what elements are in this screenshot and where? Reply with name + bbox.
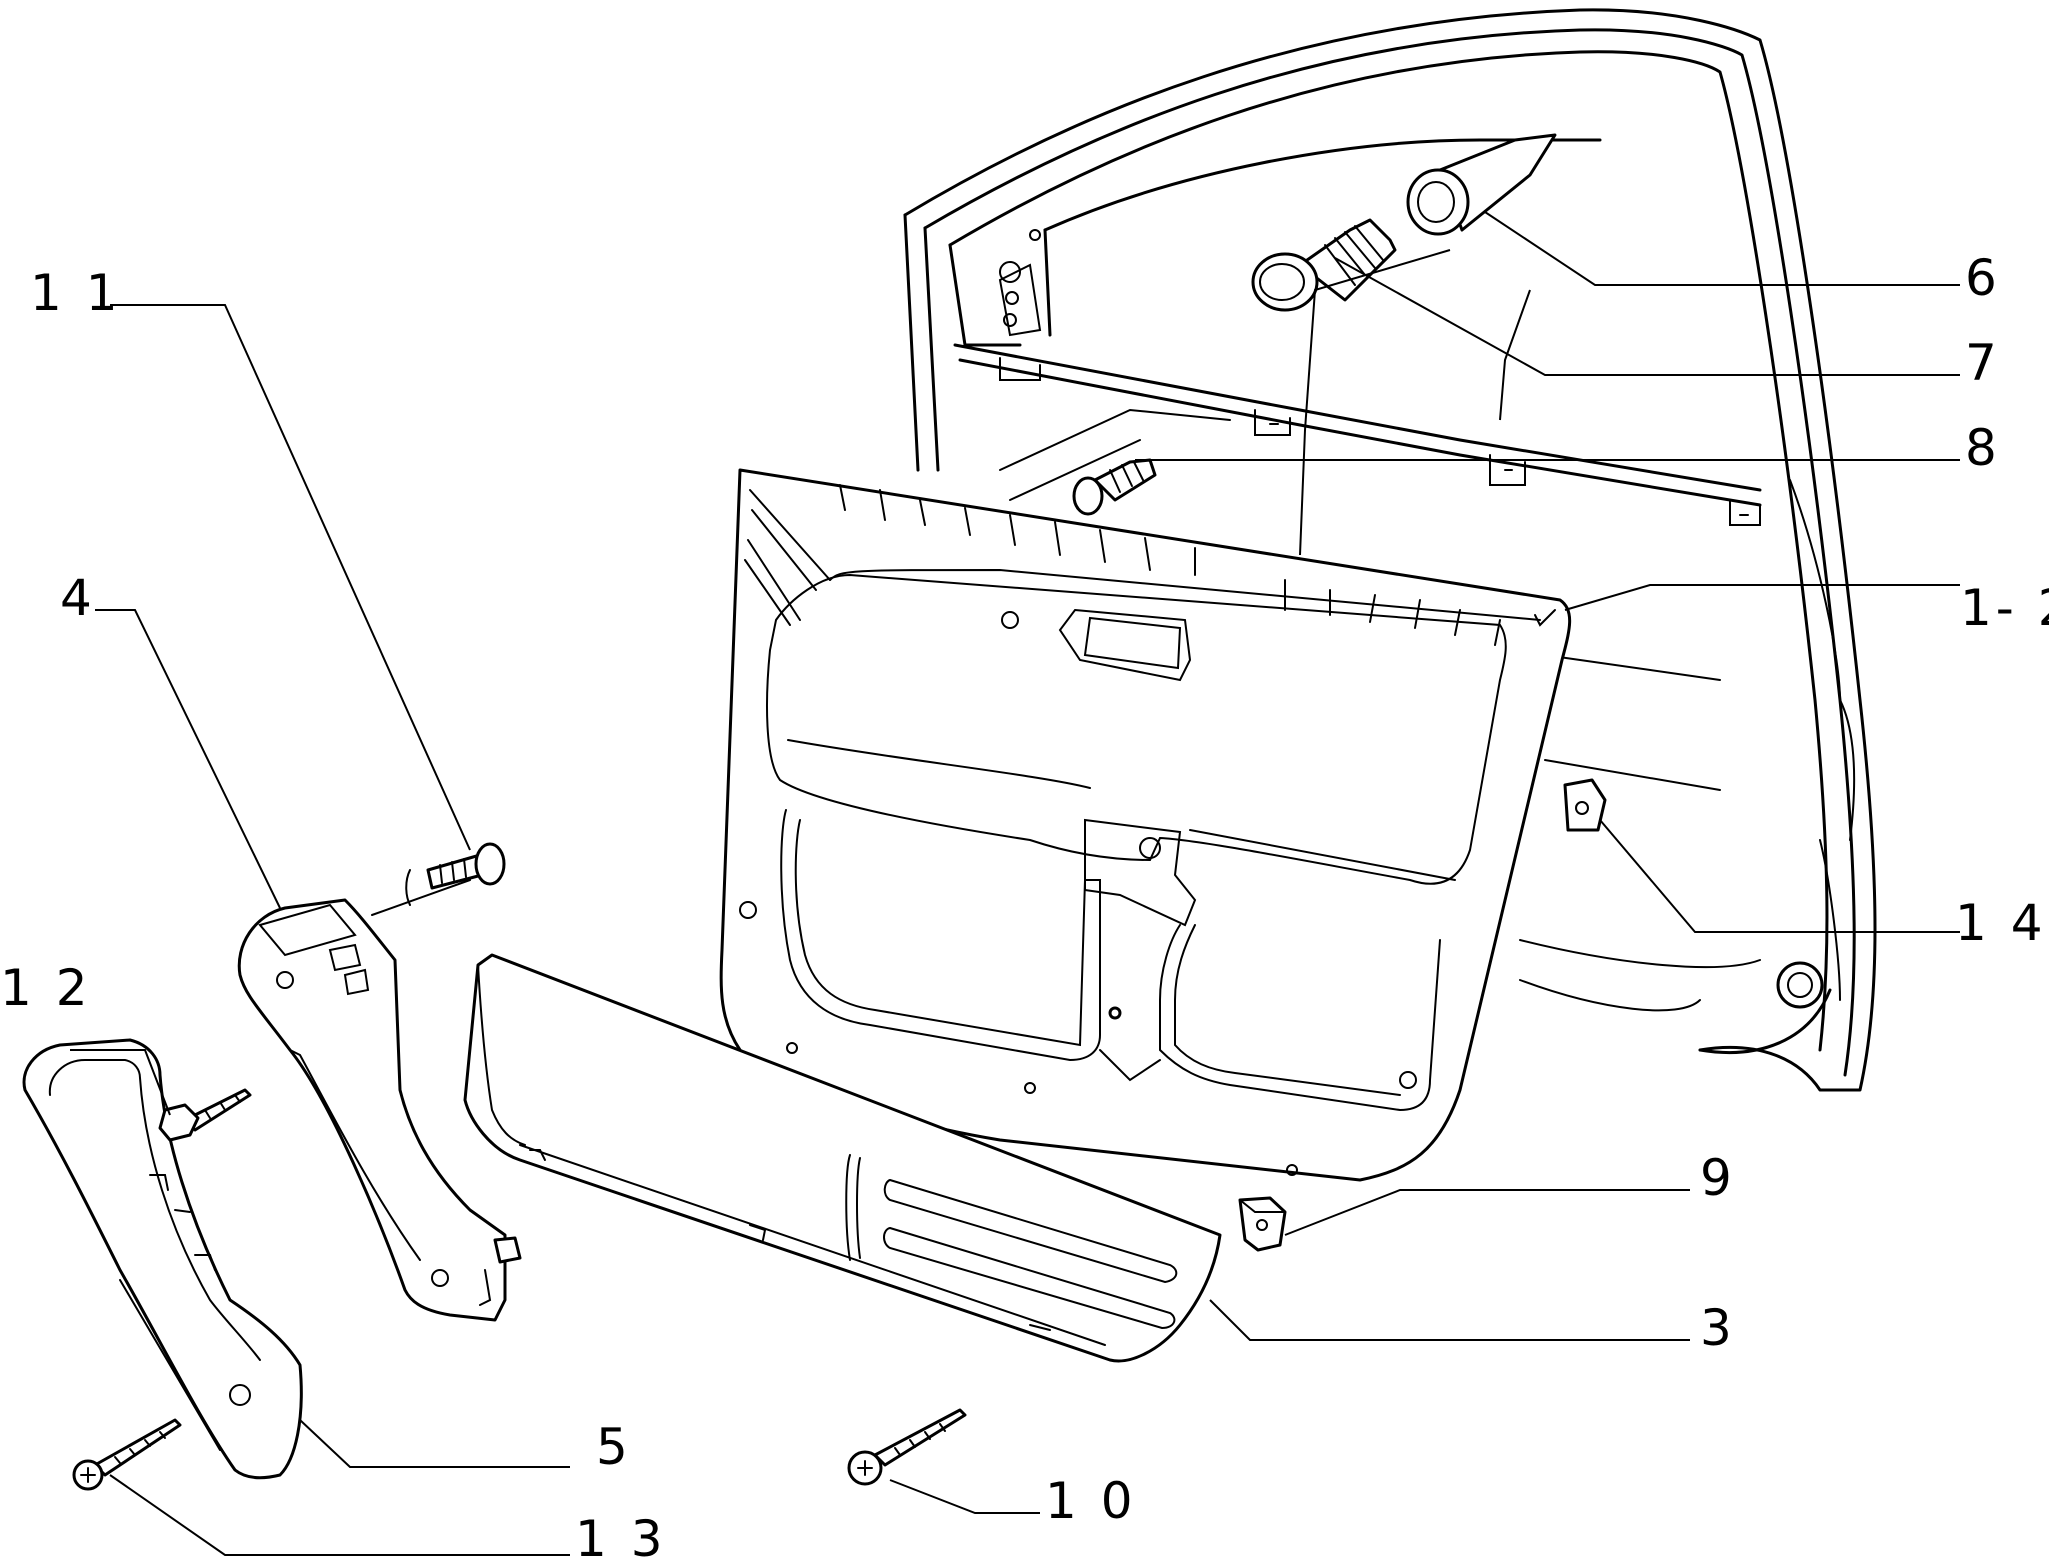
callout-1-2: 1- 2 (1960, 579, 2049, 637)
callout-7: 7 (1965, 334, 2001, 392)
callout-6: 6 (1965, 249, 2001, 307)
screw (371, 842, 506, 916)
screw (72, 1418, 182, 1491)
callout-5: 5 (596, 1418, 632, 1476)
door-frame (903, 8, 1877, 1092)
callout-3: 3 (1700, 1299, 1736, 1357)
plug (1406, 133, 1557, 236)
pad (1563, 778, 1607, 832)
callout-11: 1 1 (30, 264, 122, 322)
callout-12: 1 2 (0, 959, 92, 1017)
fastener-plug (1251, 218, 1397, 312)
nut (158, 1088, 252, 1142)
callout-labels: 6 7 8 1- 2 1 4 9 3 1 0 5 1 3 1 2 4 1 1 (0, 249, 2049, 1561)
screw-plug (1072, 458, 1157, 516)
callout-13: 1 3 (575, 1510, 667, 1561)
screw (847, 1408, 967, 1486)
door-trim-panel (719, 468, 1572, 1182)
lower-pocket-panel (463, 953, 1222, 1363)
armrest-bracket (237, 898, 522, 1322)
callout-8: 8 (1965, 419, 2001, 477)
armrest-cover (22, 1038, 303, 1480)
clip (1238, 1196, 1287, 1252)
callout-4: 4 (60, 569, 96, 627)
leader-lines (70, 211, 1960, 1556)
callout-10: 1 0 (1045, 1472, 1137, 1530)
callout-9: 9 (1700, 1149, 1736, 1207)
callout-14: 1 4 (1955, 894, 2047, 952)
